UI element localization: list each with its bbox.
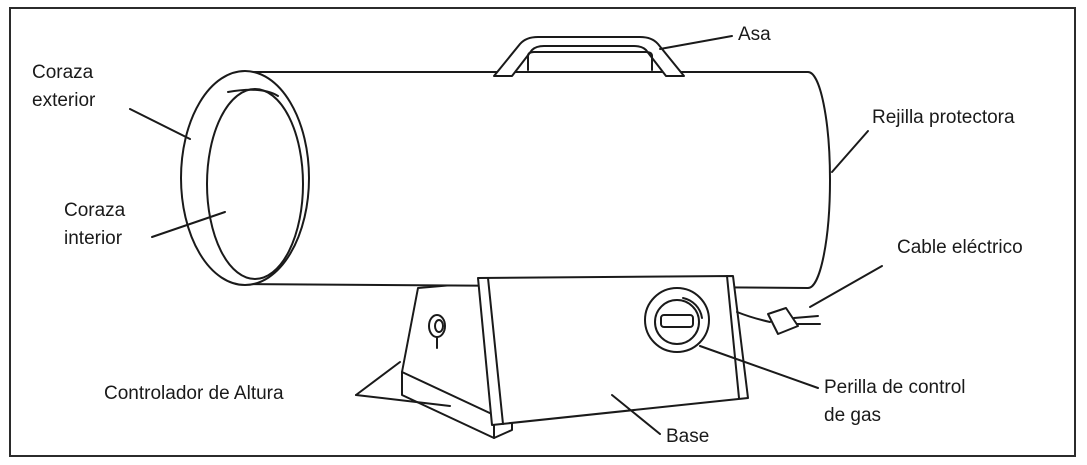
gas-control-knob xyxy=(644,287,710,353)
electric-cable xyxy=(736,307,821,335)
leader-cable xyxy=(809,265,883,308)
label-rejilla-protectora: Rejilla protectora xyxy=(872,107,1015,128)
leader-coraza-exterior xyxy=(129,108,191,140)
label-coraza-exterior-1: Coraza xyxy=(32,62,94,83)
leader-perilla xyxy=(699,345,819,389)
leader-base xyxy=(611,394,661,435)
label-perilla-1: Perilla de control xyxy=(824,377,966,398)
handle xyxy=(493,36,685,77)
label-base: Base xyxy=(666,426,710,447)
leader-asa xyxy=(659,35,733,50)
label-coraza-interior-2: interior xyxy=(64,228,123,249)
label-coraza-exterior-2: exterior xyxy=(32,90,96,111)
leader-coraza-interior xyxy=(151,211,226,238)
base-housing xyxy=(477,275,749,426)
label-asa: Asa xyxy=(738,24,771,45)
inner-shell xyxy=(206,88,304,280)
leader-lines xyxy=(129,35,883,435)
leader-controlador-2 xyxy=(355,394,451,407)
leader-controlador-1 xyxy=(355,361,401,396)
label-coraza-interior-1: Coraza xyxy=(64,200,126,221)
leader-rejilla xyxy=(831,130,869,173)
height-controller-knob xyxy=(428,314,446,349)
label-perilla-2: de gas xyxy=(824,405,882,426)
label-controlador-altura: Controlador de Altura xyxy=(104,383,284,404)
label-cable-electrico: Cable eléctrico xyxy=(897,237,1023,258)
